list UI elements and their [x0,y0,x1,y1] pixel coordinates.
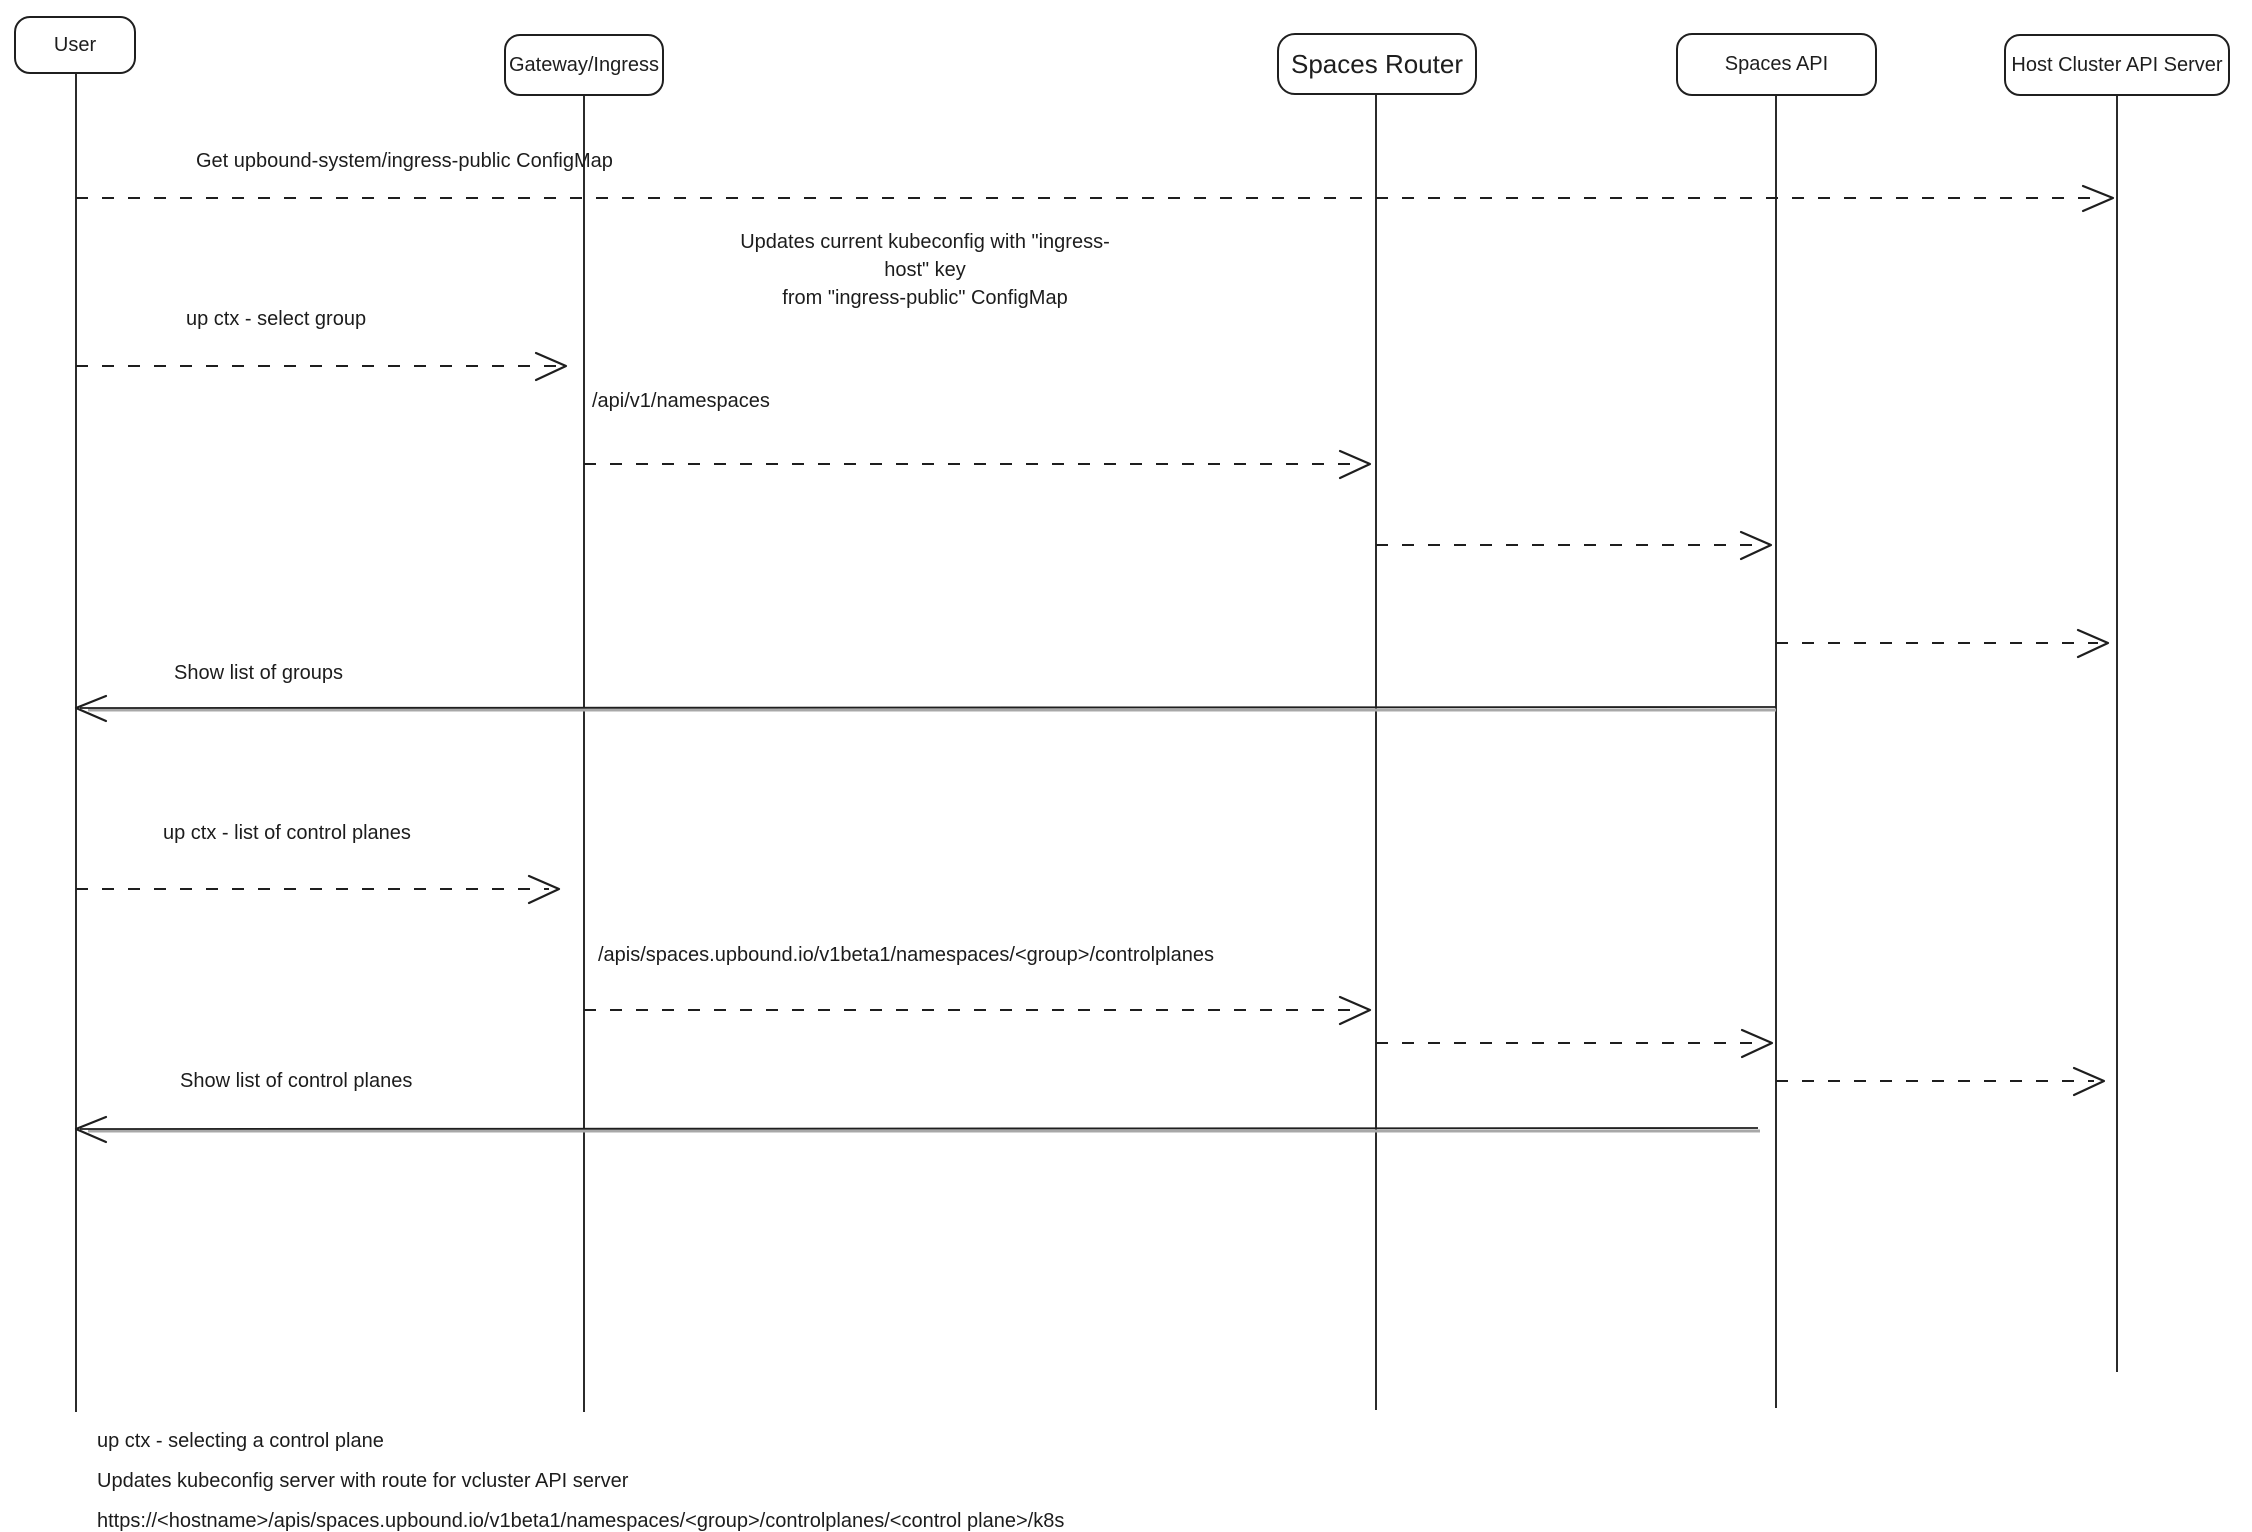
actor-gateway-ingress-label: Gateway/Ingress [508,53,660,76]
note-line-1: Updates current kubeconfig with "ingress… [740,231,1110,281]
footer-updates-kubeconfig-route: Updates kubeconfig server with route for… [97,1470,629,1492]
actor-spaces-api-label: Spaces API [1724,53,1829,75]
message-label-show-groups: Show list of groups [174,662,343,684]
actor-spaces-router-label: Spaces Router [1291,48,1463,79]
message-label-show-control-planes: Show list of control planes [180,1070,413,1092]
arrowhead-left-icon [74,1115,108,1144]
footer-selecting-control-plane: up ctx - selecting a control plane [97,1430,384,1452]
arrowhead-left-icon [74,694,108,723]
actor-spaces-router: Spaces Router [1277,33,1477,95]
actor-gateway-ingress: Gateway/Ingress [504,34,664,96]
message-label-apis-controlplanes: /apis/spaces.upbound.io/v1beta1/namespac… [598,944,1214,966]
arrowhead-right-icon [527,874,561,905]
actor-host-cluster-api-server-label: Host Cluster API Server [2011,53,2223,76]
message-label-api-v1-namespaces: /api/v1/namespaces [592,390,770,412]
arrowhead-right-icon [2081,184,2115,213]
message-label-get-configmap: Get upbound-system/ingress-public Config… [196,150,613,172]
actor-user: User [14,16,136,74]
arrowhead-right-icon [1739,530,1773,561]
footer-vcluster-url: https://<hostname>/apis/spaces.upbound.i… [97,1510,1065,1532]
arrowhead-right-icon [534,351,568,382]
actor-spaces-api: Spaces API [1676,33,1877,96]
actor-user-label: User [53,33,97,56]
arrowhead-right-icon [1740,1028,1774,1059]
message-label-select-group: up ctx - select group [186,308,367,330]
message-label-list-control-planes: up ctx - list of control planes [163,822,411,844]
arrowhead-right-icon [2076,628,2110,659]
arrow-show-groups [79,706,1777,709]
arrowhead-right-icon [1338,449,1372,480]
note-updates-kubeconfig: Updates current kubeconfig with "ingress… [733,228,1117,312]
actor-host-cluster-api-server: Host Cluster API Server [2004,34,2230,96]
arrow-show-control-planes [79,1127,1759,1130]
arrowhead-right-icon [2072,1066,2106,1097]
arrowhead-right-icon [1338,995,1372,1026]
note-line-2: from "ingress-public" ConfigMap [782,287,1068,309]
